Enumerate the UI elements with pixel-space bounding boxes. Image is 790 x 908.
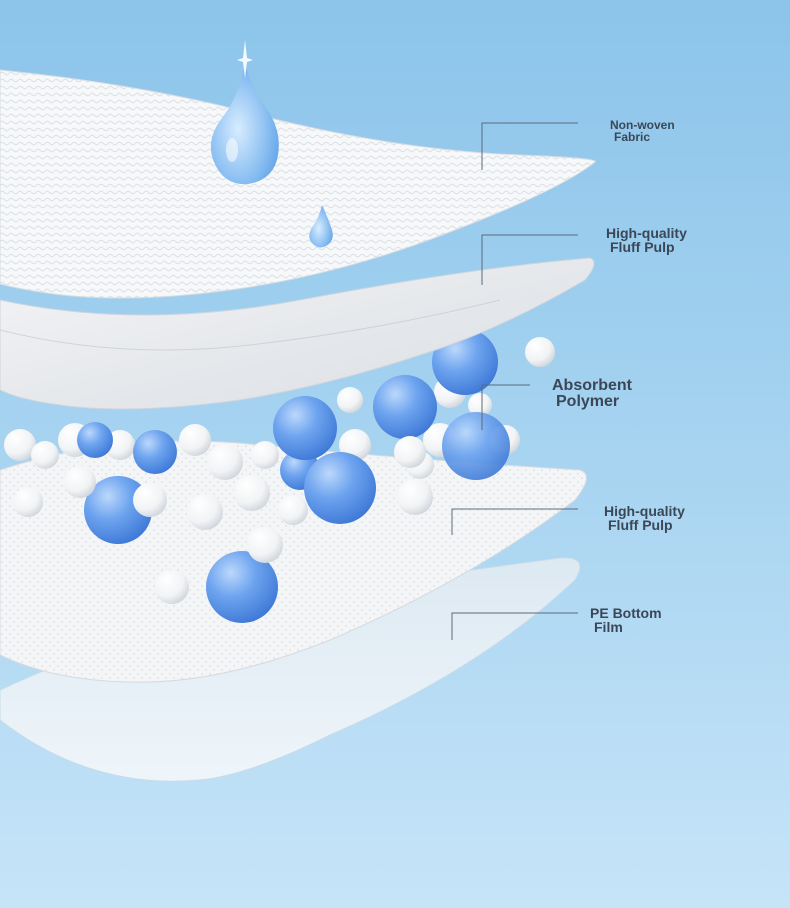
water-drop-icon <box>309 205 333 248</box>
label-line1: Non-woven <box>610 118 675 132</box>
label-line1: High-quality <box>604 503 685 519</box>
upper-fluff-pulp-layer <box>0 257 595 410</box>
label-line2: Fabric <box>614 130 651 144</box>
water-drop-icon <box>210 40 279 185</box>
label-upper-fluff-pulp: High-quality Fluff Pulp <box>606 226 687 254</box>
label-line1: High-quality <box>606 225 687 241</box>
label-line2: Polymer <box>556 393 620 410</box>
label-line2: Fluff Pulp <box>608 517 673 533</box>
callout-leader-lines <box>451 122 578 640</box>
label-line1: Absorbent <box>552 377 632 394</box>
absorbent-polymer-beads <box>4 329 555 623</box>
non-woven-fabric-layer <box>0 69 596 299</box>
label-line2: Film <box>594 619 623 635</box>
label-absorbent-polymer: Absorbent Polymer <box>552 378 632 410</box>
label-line1: PE Bottom <box>590 605 662 621</box>
label-non-woven-fabric: Non-woven Fabric <box>610 119 675 143</box>
label-line2: Fluff Pulp <box>610 239 675 255</box>
label-lower-fluff-pulp: High-quality Fluff Pulp <box>604 504 685 532</box>
label-pe-bottom-film: PE Bottom Film <box>590 606 662 634</box>
